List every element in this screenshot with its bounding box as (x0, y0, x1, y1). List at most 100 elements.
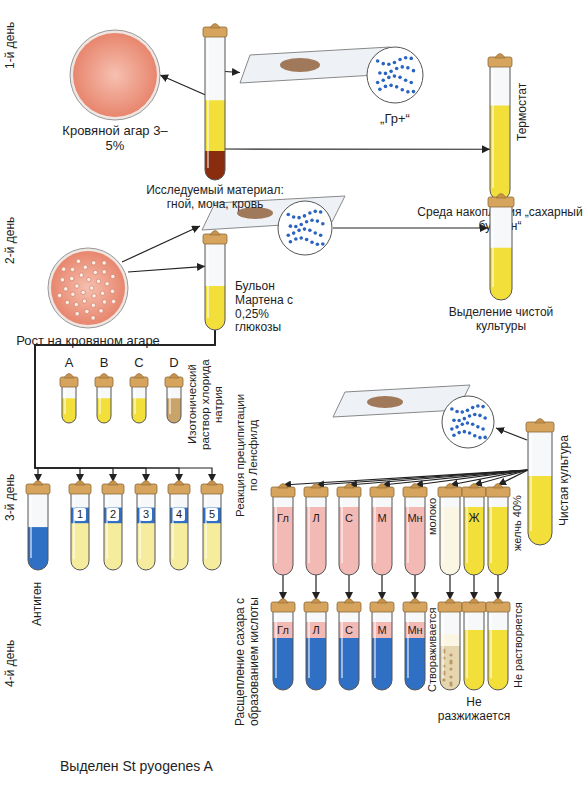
node-label: B (87, 356, 121, 371)
glass-highlight (466, 499, 468, 563)
coccus (313, 231, 317, 235)
tube-liquid (131, 398, 147, 426)
cotton-plug (95, 377, 113, 387)
plug-tuft (469, 484, 479, 489)
tube-outline (372, 610, 392, 690)
tube-outline (306, 495, 326, 575)
plug-tuft (311, 484, 321, 489)
node-outline (205, 25, 225, 180)
glass-highlight (275, 499, 277, 563)
tube-outline (405, 495, 425, 575)
glass-highlight (139, 496, 141, 559)
glass-highlight (341, 499, 343, 563)
test-tube: С (339, 600, 359, 690)
test-tube: 3 (137, 482, 155, 570)
node-label: Гл (273, 624, 293, 637)
test-tube: 4 (170, 482, 188, 570)
test-tube: Не растворяется (488, 600, 508, 690)
plug-tuft (377, 599, 387, 604)
node-outline (528, 420, 552, 545)
coccus (381, 62, 385, 66)
test-tube: Мн (405, 600, 425, 690)
glass-highlight (490, 614, 492, 678)
coccus (299, 223, 303, 227)
coccus (409, 81, 413, 85)
arrow-connector (415, 470, 528, 485)
colony (92, 294, 96, 298)
plug-tuft (311, 599, 321, 604)
tube-outline (306, 610, 326, 690)
smear-slide: „Гр+“ (240, 35, 430, 110)
arrow-connector (282, 575, 283, 600)
test-tube: Гл (273, 485, 293, 575)
node-outline (273, 485, 293, 575)
tube-outline (203, 492, 221, 570)
coccus (308, 228, 312, 232)
coccus (387, 76, 391, 80)
coccus (393, 74, 397, 78)
coccus (478, 414, 482, 418)
colony (70, 267, 74, 271)
colony (91, 316, 95, 320)
plug-tuft (469, 599, 479, 604)
plug-tuft (445, 599, 455, 604)
node-label: Не растворяется (512, 598, 525, 692)
node-label: 5 (206, 508, 218, 521)
coccus (297, 216, 301, 220)
coccus (378, 87, 382, 91)
coccus (384, 85, 388, 89)
colony (65, 300, 69, 304)
microscope-field (442, 396, 494, 448)
coccus (473, 413, 477, 417)
coccus (468, 414, 472, 418)
coccus (466, 421, 470, 425)
node-outline (488, 485, 508, 575)
plug-tuft (75, 481, 85, 486)
tube-outline (339, 495, 359, 575)
petri-dish (70, 30, 160, 120)
plug-tuft (64, 374, 74, 379)
cotton-plug (168, 484, 190, 494)
arrow-connector (283, 470, 528, 485)
coccus (316, 242, 320, 246)
coccus (452, 418, 456, 422)
tube-liquid (70, 508, 90, 525)
smear (367, 396, 403, 408)
coccus (471, 422, 475, 426)
coccus (409, 57, 413, 61)
caption-label: Выделен St pyogenes A (60, 758, 380, 774)
tube-liquid (96, 398, 112, 426)
coccus (286, 233, 290, 237)
test-tube: Бульон Мартена с 0,25% глюкозы (205, 232, 225, 330)
tube-liquid (61, 398, 77, 426)
glass-highlight (530, 434, 532, 531)
arrow-connector (160, 75, 205, 95)
plug-tuft (99, 374, 109, 379)
colony (85, 309, 89, 313)
coccus (471, 406, 475, 410)
tube-outline (440, 495, 460, 575)
tube-outline (490, 205, 512, 300)
microscope-field (278, 201, 332, 255)
cotton-plug (337, 602, 361, 612)
node-outline (440, 600, 460, 690)
test-tube: Выделение чистой культуры (490, 195, 512, 300)
node-outline (205, 232, 225, 330)
node-label: Кровяной агар 3–5% (62, 124, 168, 154)
node-label: С (339, 512, 359, 525)
node-label: „Гр+“ (365, 112, 425, 127)
colony (83, 265, 87, 269)
arrow-connector (450, 470, 528, 485)
microscope-field (367, 47, 423, 103)
plug-tuft (207, 481, 217, 486)
node-outline (405, 485, 425, 575)
test-tube: Мн (405, 485, 425, 575)
test-tube: Чистая культура (528, 420, 552, 545)
node-label: Мн (405, 512, 425, 525)
node-outline (488, 600, 508, 690)
tube-outline (104, 492, 122, 570)
glass-highlight (407, 614, 409, 678)
colony (102, 270, 106, 274)
coccus (378, 71, 382, 75)
tube-outline (464, 495, 484, 575)
